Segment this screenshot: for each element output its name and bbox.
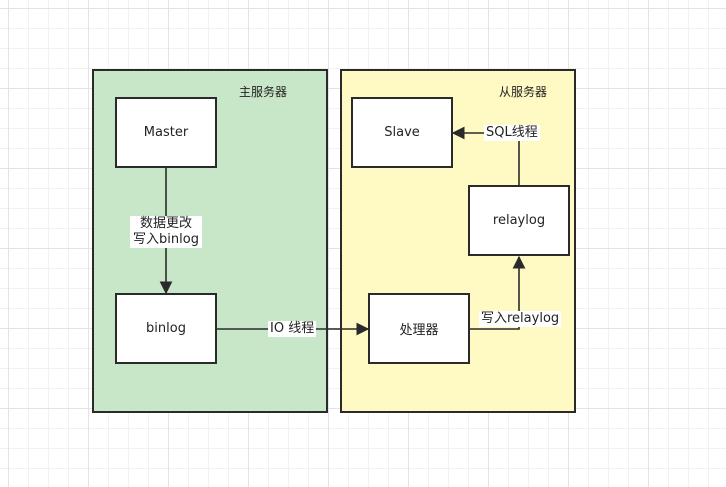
relaylog-node-label: relaylog (492, 213, 546, 228)
processor-node: 处理器 (368, 293, 470, 364)
data-change-label-line1: 数据更改 (139, 216, 192, 231)
master-node-label: Master (143, 125, 189, 140)
master-node: Master (115, 97, 217, 168)
binlog-node-label: binlog (146, 321, 186, 336)
slave-node: Slave (351, 97, 453, 168)
sql-thread-label: SQL线程 (484, 125, 540, 141)
write-relaylog-label: 写入relaylog (479, 311, 562, 327)
processor-node-label: 处理器 (399, 323, 439, 338)
slave-server-label: 从服务器 (499, 85, 548, 99)
slave-node-label: Slave (384, 125, 420, 140)
relaylog-node: relaylog (468, 185, 570, 256)
io-thread-label: IO 线程 (268, 321, 317, 337)
data-change-label-line2: 写入binlog (133, 232, 199, 247)
binlog-node: binlog (115, 293, 217, 364)
edge-processor-to-relaylog (469, 255, 526, 330)
master-server-label: 主服务器 (239, 85, 288, 99)
data-change-label: 数据更改 写入binlog (130, 216, 202, 248)
